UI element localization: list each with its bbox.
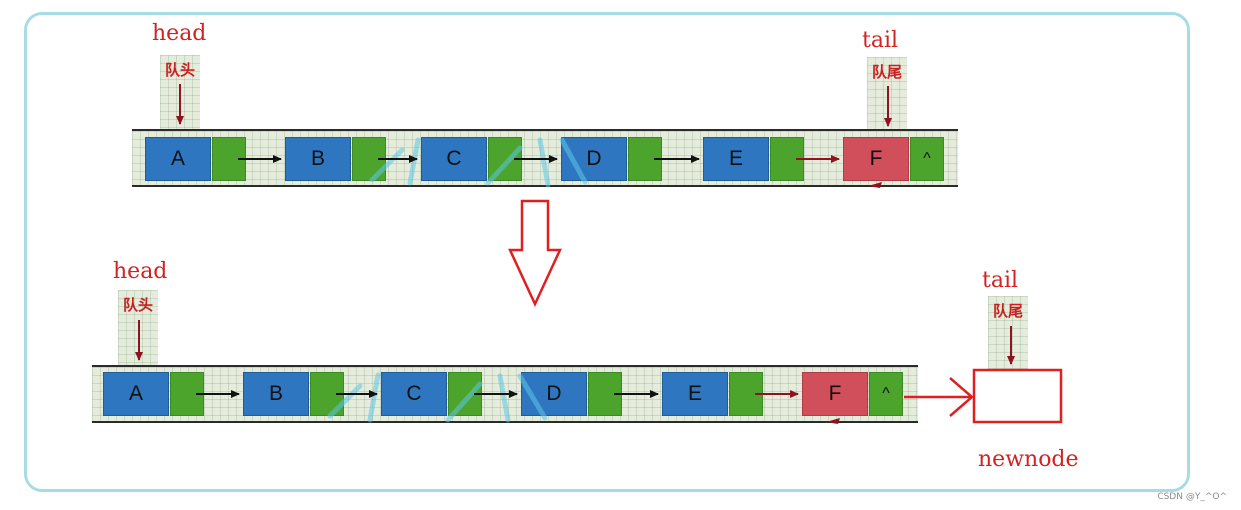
bottom-next-f-null: ^ xyxy=(869,372,903,416)
newnode-box xyxy=(972,368,1063,424)
bottom-node-c: C xyxy=(381,372,447,416)
top-tail-tag-text: 队尾 xyxy=(871,63,902,81)
top-node-f: F xyxy=(843,137,909,181)
top-head-label: head xyxy=(152,21,207,46)
top-tail-label: tail xyxy=(862,28,899,53)
bottom-head-label: head xyxy=(113,259,168,284)
bottom-watermark-swirl xyxy=(327,372,548,423)
watermark-text: CSDN @Y_^O^ xyxy=(1157,492,1227,502)
bottom-node-b: B xyxy=(243,372,309,416)
bottom-head-tag-text: 队头 xyxy=(122,296,153,314)
bottom-node-e: E xyxy=(662,372,728,416)
bottom-tail-tag-text: 队尾 xyxy=(992,302,1023,320)
new-link-arrow xyxy=(904,377,974,417)
top-head-tag-text: 队头 xyxy=(164,61,195,79)
top-node-e: E xyxy=(703,137,769,181)
bottom-tail-label: tail xyxy=(982,268,1019,293)
bottom-tail-tag: 队尾 xyxy=(988,296,1028,370)
newnode-label: newnode xyxy=(978,447,1079,472)
top-node-b: B xyxy=(285,137,351,181)
top-node-a: A xyxy=(145,137,211,181)
transition-down-arrow xyxy=(508,199,562,307)
top-watermark-swirl xyxy=(369,137,588,188)
bottom-tail-mark xyxy=(826,418,840,424)
top-node-c: C xyxy=(421,137,487,181)
bottom-node-f: F xyxy=(802,372,868,416)
top-next-f-null: ^ xyxy=(910,137,944,181)
top-tail-mark xyxy=(868,182,882,188)
bottom-node-a: A xyxy=(103,372,169,416)
diagram-frame xyxy=(24,12,1190,492)
